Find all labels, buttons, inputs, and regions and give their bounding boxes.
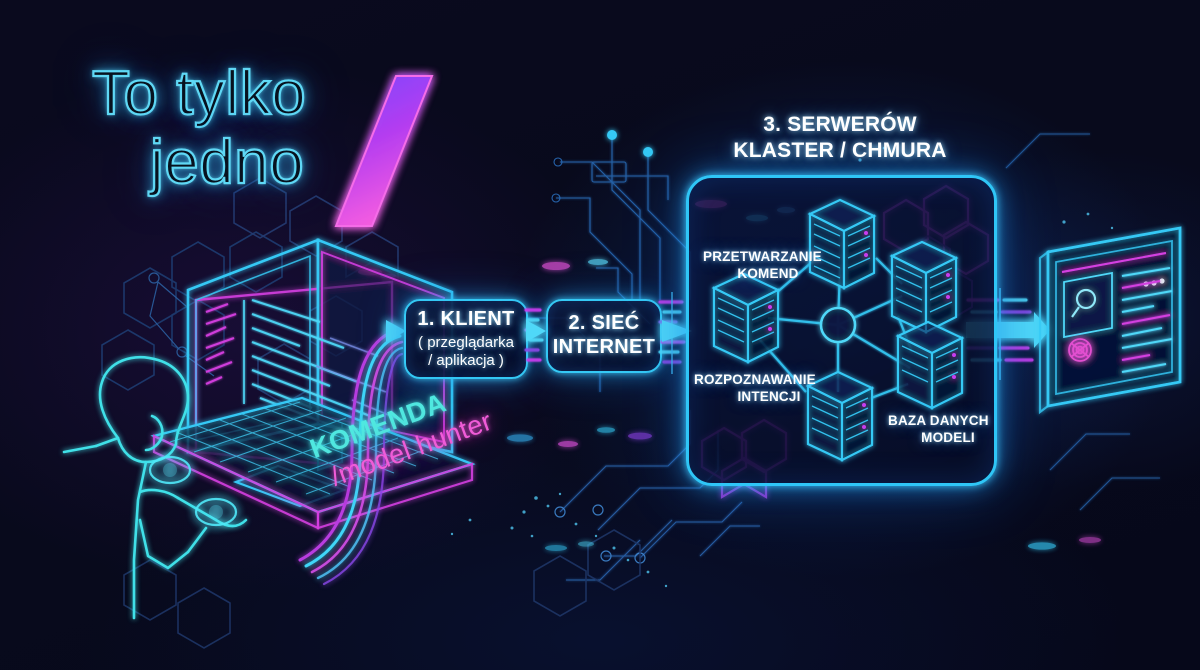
server-rack-left-icon — [711, 272, 781, 364]
cluster-label-processing-line-1: PRZETWARZANIE — [703, 249, 822, 264]
cluster-label-intent-line-1: ROZPOZNAWANIE — [694, 372, 816, 387]
cluster-label-intent: ROZPOZNAWANIE INTENCJI — [694, 372, 844, 406]
flow-box-client-sub-2: / aplikacja ) — [428, 352, 504, 369]
cluster-title-line-1: 3. SERWERÓW — [763, 113, 917, 136]
flow-box-client[interactable]: 1. KLIENT ( przeglądarka / aplikacja ) — [404, 299, 528, 379]
cluster-label-intent-line-2: INTENCJI — [737, 388, 801, 404]
server-rack-bottom-icon — [805, 370, 875, 462]
title-line-2: jedno — [149, 128, 305, 198]
flow-box-client-title: 1. KLIENT — [417, 307, 515, 330]
arrow-cable-to-client-icon — [386, 320, 406, 342]
cluster-title: 3. SERWERÓW KLASTER / CHMURA — [700, 112, 980, 163]
slash-accent-icon — [334, 75, 434, 227]
cluster-label-processing-line-2: KOMEND — [737, 265, 799, 281]
cluster-title-line-2: KLASTER / CHMURA — [733, 138, 947, 162]
title-line-1: To tylko — [91, 59, 307, 128]
arrow-client-to-network-icon — [526, 320, 546, 342]
screen-code-lines — [205, 298, 397, 440]
magnifier-icon — [1071, 288, 1097, 318]
result-browser-card — [1038, 226, 1182, 415]
server-rack-lower-right-icon — [895, 320, 965, 410]
hub-node-icon — [819, 306, 857, 344]
arrow-cluster-to-result-icon — [966, 312, 1050, 348]
server-rack-right-icon — [889, 240, 959, 334]
page-title: To tylko jedno — [91, 59, 472, 232]
cluster-label-database: BAZA DANYCH MODELI — [888, 413, 1008, 447]
flow-box-client-sub-1: ( przeglądarka — [418, 333, 514, 351]
flow-box-network-title-2: INTERNET — [552, 336, 656, 358]
person-typing-icon — [62, 355, 248, 620]
fingerprint-icon — [1068, 338, 1092, 362]
server-rack-top-icon — [807, 198, 877, 290]
flow-box-network-title-1: 2. SIEĆ — [568, 312, 640, 335]
cluster-label-database-line-1: BAZA DANYCH — [888, 413, 989, 428]
cluster-label-processing: PRZETWARZANIE KOMEND — [703, 249, 833, 283]
cluster-label-database-line-2: MODELI — [921, 429, 975, 445]
arrow-network-to-cluster-icon — [662, 320, 692, 342]
flow-box-network[interactable]: 2. SIEĆ INTERNET — [546, 299, 662, 373]
